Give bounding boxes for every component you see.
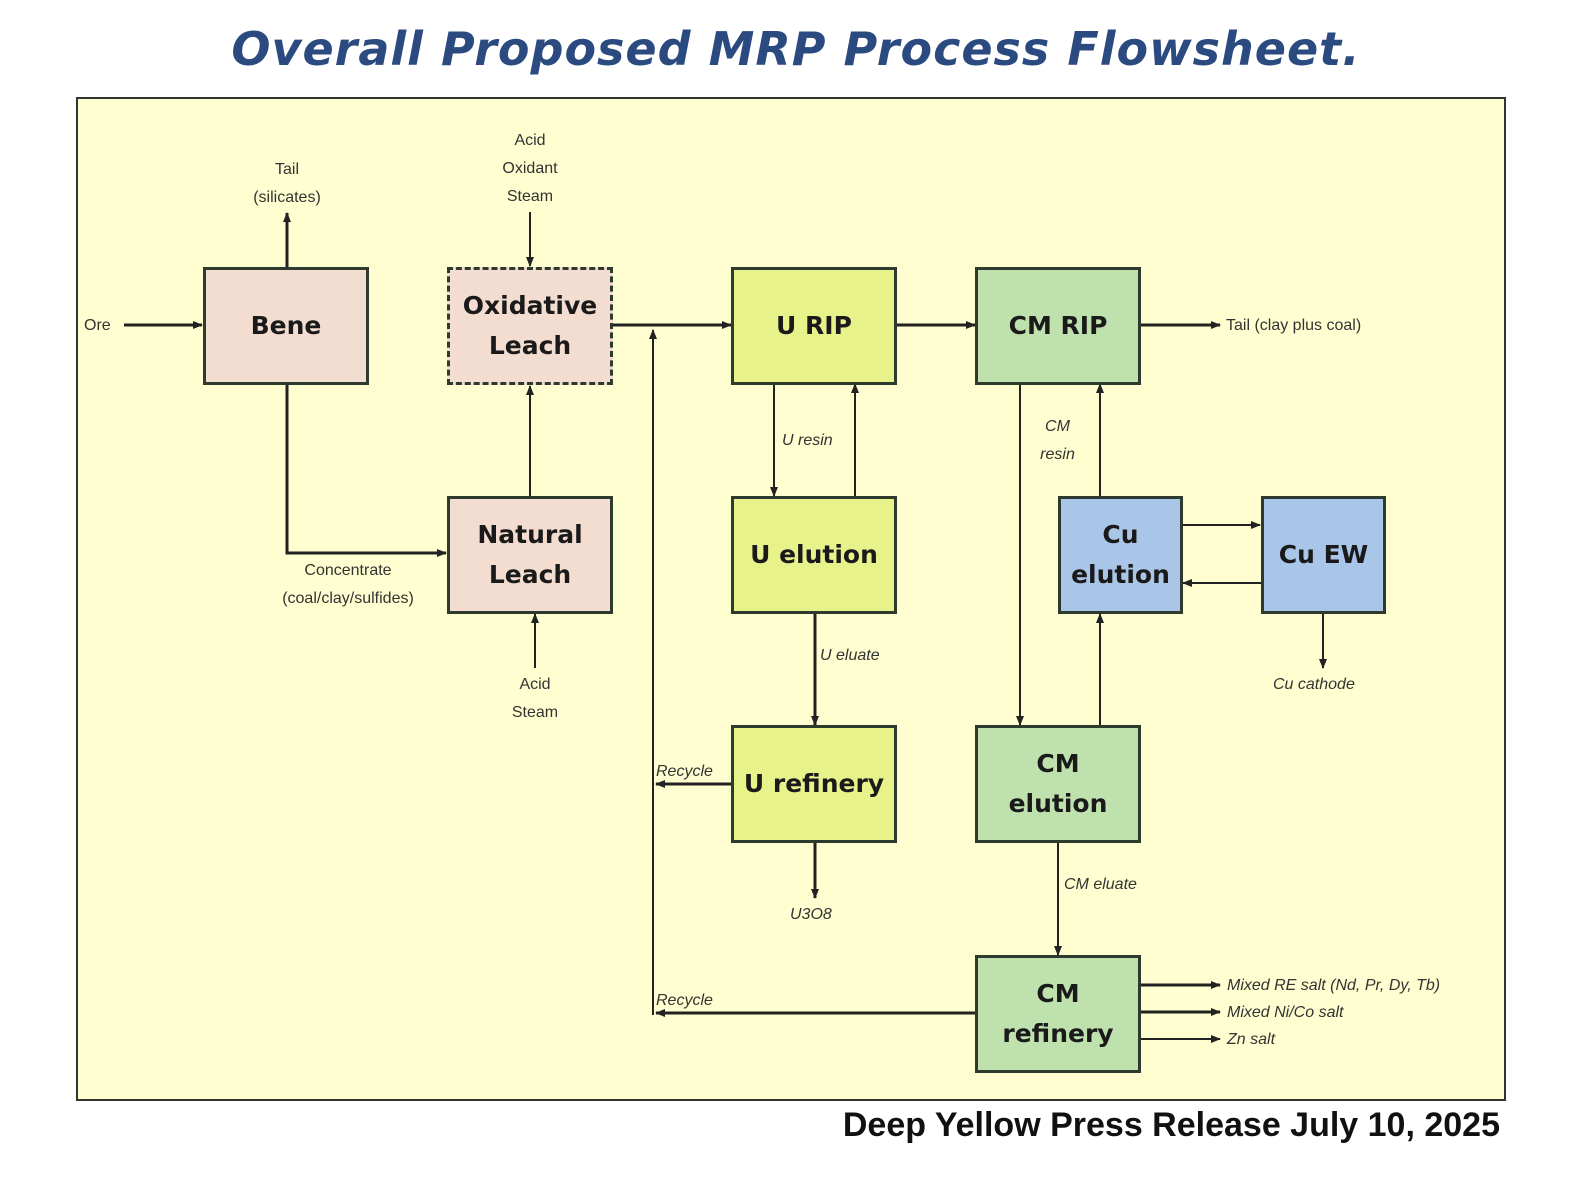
label-ore: Ore xyxy=(84,317,111,334)
box-u-rip: U RIP xyxy=(731,267,897,385)
label-recycle-cm: Recycle xyxy=(656,992,713,1009)
box-cm-elution: CM elution xyxy=(975,725,1141,843)
label-cu-cathode: Cu cathode xyxy=(1273,676,1355,693)
box-u-refinery: U refinery xyxy=(731,725,897,843)
label-tail-silicates: Tail (silicates) xyxy=(253,161,321,206)
label-tail-clay-coal: Tail (clay plus coal) xyxy=(1226,317,1362,334)
label-u-eluate: U eluate xyxy=(820,647,880,664)
label-cm-eluate: CM eluate xyxy=(1064,876,1137,893)
label-acid-steam: Acid Steam xyxy=(511,676,559,721)
arrow-bene-natleach xyxy=(285,385,447,557)
box-cu-ew: Cu EW xyxy=(1261,496,1386,614)
label-recycle-u: Recycle xyxy=(656,763,713,780)
box-cm-rip: CM RIP xyxy=(975,267,1141,385)
label-acid-oxidant-steam: Acid Oxidant Steam xyxy=(502,132,558,205)
label-mixed-re-salt: Mixed RE salt (Nd, Pr, Dy, Tb) xyxy=(1227,977,1441,994)
box-cu-elution: Cu elution xyxy=(1058,496,1183,614)
label-zn-salt: Zn salt xyxy=(1227,1031,1276,1048)
label-concentrate: Concentrate (coal/clay/sulfides) xyxy=(282,562,414,607)
box-u-elution: U elution xyxy=(731,496,897,614)
box-cm-refinery: CM refinery xyxy=(975,955,1141,1073)
box-oxidative-leach: Oxidative Leach xyxy=(447,267,613,385)
label-u-resin: U resin xyxy=(782,432,833,449)
page-title: Overall Proposed MRP Process Flowsheet. xyxy=(231,22,1361,76)
label-cm-resin: CM resin xyxy=(1040,418,1075,463)
label-u3o8: U3O8 xyxy=(790,906,832,923)
source-footer: Deep Yellow Press Release July 10, 2025 xyxy=(842,1106,1500,1144)
box-natural-leach: Natural Leach xyxy=(447,496,613,614)
label-mixed-nico-salt: Mixed Ni/Co salt xyxy=(1227,1004,1344,1021)
box-bene: Bene xyxy=(203,267,369,385)
